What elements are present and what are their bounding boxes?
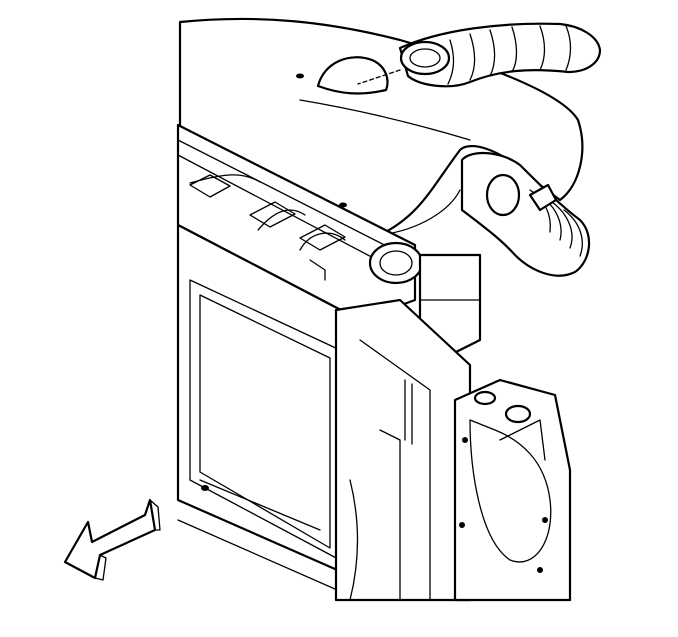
intake-port-ring <box>368 241 424 285</box>
support-brackets <box>189 174 346 281</box>
panel-hole <box>473 390 497 406</box>
center-support <box>334 298 472 602</box>
resonator-hose <box>460 151 591 277</box>
panel-hole <box>504 404 532 424</box>
frame-fastener <box>201 485 209 491</box>
hose-opening <box>485 173 521 217</box>
intake-dome-cap <box>316 56 389 95</box>
upper-intake-duct <box>357 22 602 88</box>
housing-fastener <box>339 202 347 208</box>
housing-fastener <box>296 73 304 79</box>
arrow-front-of-vehicle-icon <box>63 498 161 581</box>
hose-clamp <box>528 183 558 212</box>
duct-opening <box>399 40 451 76</box>
headlamp-support-panel <box>453 378 572 602</box>
